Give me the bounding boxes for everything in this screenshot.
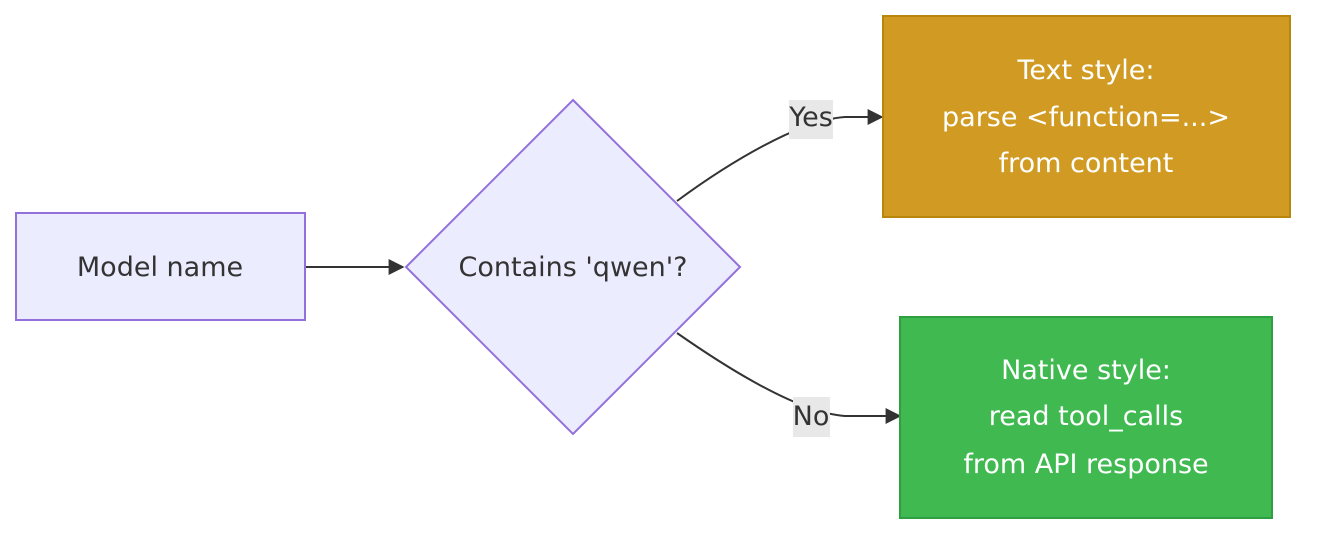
edges	[306, 109, 902, 424]
node-text-style-box	[882, 15, 1291, 218]
node-text-style-line-1: Text style:	[1016, 55, 1154, 86]
node-native-style-line-1: Native style:	[1001, 355, 1171, 386]
node-text-style-line-3: from content	[999, 148, 1174, 179]
edge-label-no-bg	[793, 397, 830, 437]
edge-decision-to-text-style	[676, 109, 884, 202]
node-model-name-box	[15, 212, 306, 321]
edge-label-yes-bg	[789, 100, 833, 139]
node-model-name-label: Model name	[77, 252, 243, 283]
edge-label-yes-text: Yes	[788, 102, 833, 133]
edge-label-no-text: No	[793, 401, 830, 432]
node-native-style-line-2: read tool_calls	[989, 401, 1183, 432]
node-native-style-box	[899, 316, 1273, 519]
node-text-style-line-2: parse <function=...>	[942, 102, 1230, 133]
node-decision-diamond	[404, 98, 742, 436]
node-native-style: Native style: read tool_calls from API r…	[899, 316, 1273, 519]
edge-decision-to-native-style	[676, 332, 902, 424]
edge-label-yes: Yes	[788, 100, 833, 139]
node-decision-label: Contains 'qwen'?	[459, 252, 688, 283]
edge-label-no: No	[793, 397, 830, 437]
node-text-style: Text style: parse <function=...> from co…	[882, 15, 1291, 218]
node-model-name: Model name	[15, 212, 306, 321]
node-decision: Contains 'qwen'?	[404, 98, 742, 436]
node-native-style-line-3: from API response	[963, 449, 1208, 480]
